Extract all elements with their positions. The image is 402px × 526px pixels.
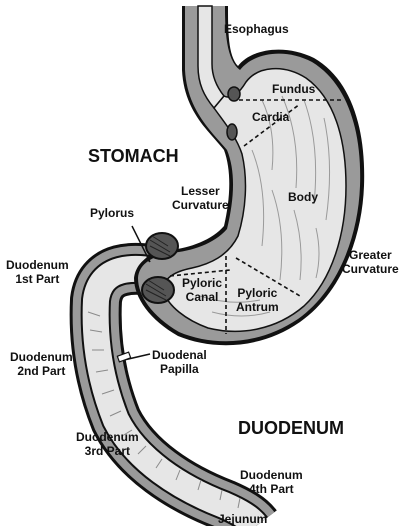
label-pylorus: Pylorus: [90, 206, 134, 220]
label-esophagus: Esophagus: [224, 22, 289, 36]
label-duodenum-2nd-part: Duodenum 2nd Part: [10, 350, 73, 378]
label-pyloric-canal: Pyloric Canal: [182, 276, 222, 304]
label-pyloric-antrum: Pyloric Antrum: [236, 286, 279, 314]
label-greater-curvature: Greater Curvature: [342, 248, 399, 276]
label-jejunum: Jejunum: [218, 512, 267, 526]
label-stomach: STOMACH: [88, 146, 179, 166]
label-body: Body: [288, 190, 318, 204]
label-fundus: Fundus: [272, 82, 315, 96]
cardiac-sphincter-lower: [227, 124, 237, 140]
label-duodenal-papilla: Duodenal Papilla: [152, 348, 207, 376]
label-duodenum: DUODENUM: [238, 418, 344, 438]
label-duodenum-1st-part: Duodenum 1st Part: [6, 258, 69, 286]
label-lesser-curvature: Lesser Curvature: [172, 184, 229, 212]
label-duodenum-4th-part: Duodenum 4th Part: [240, 468, 303, 496]
label-cardia: Cardia: [252, 110, 289, 124]
cardiac-sphincter-upper: [228, 87, 240, 101]
label-duodenum-3rd-part: Duodenum 3rd Part: [76, 430, 139, 458]
